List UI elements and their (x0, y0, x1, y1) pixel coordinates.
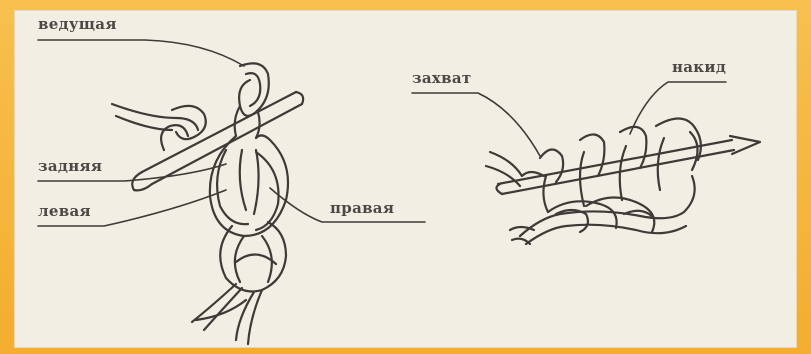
label-yarn-over: накид (672, 58, 726, 76)
leading-loop (235, 63, 269, 138)
label-right: правая (330, 199, 394, 217)
left-working-yarn (112, 104, 206, 150)
chain-link-1 (210, 135, 288, 236)
left-yarn-tails (192, 284, 262, 344)
label-leading: ведущая (38, 15, 117, 33)
label-left: левая (38, 202, 91, 220)
label-grab: захват (412, 69, 471, 87)
right-needle (496, 136, 760, 194)
label-back: задняя (38, 157, 102, 175)
